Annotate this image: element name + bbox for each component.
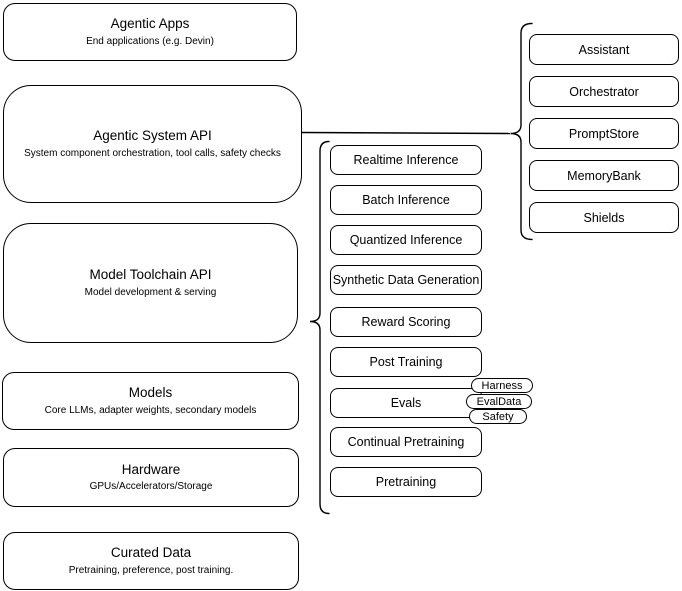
toolchain-box-reward-scoring: Reward Scoring [330, 307, 482, 337]
node-title: Model Toolchain API [89, 267, 212, 283]
toolchain-box-synthetic-data-generation: Synthetic Data Generation [330, 265, 482, 295]
toolchain-box-post-training: Post Training [330, 347, 482, 377]
node-hardware: Hardware GPUs/Accelerators/Storage [3, 448, 299, 507]
node-subtitle: Core LLMs, adapter weights, secondary mo… [44, 404, 257, 416]
node-curated-data: Curated Data Pretraining, preference, po… [3, 532, 299, 590]
eval-tag-safety: Safety [469, 409, 527, 424]
eval-tag-harness: Harness [471, 378, 533, 393]
node-title: Models [128, 385, 173, 401]
system-box-memorybank: MemoryBank [529, 160, 679, 191]
toolchain-box-continual-pretraining: Continual Pretraining [330, 427, 482, 457]
node-title: Hardware [121, 461, 181, 477]
toolchain-box-evals: Evals [330, 388, 482, 418]
toolchain-box-batch-inference: Batch Inference [330, 185, 482, 215]
toolchain-box-quantized-inference: Quantized Inference [330, 225, 482, 255]
system-box-shields: Shields [529, 202, 679, 233]
system-api-connector-line [301, 131, 511, 135]
node-subtitle: End applications (e.g. Devin) [86, 35, 214, 47]
system-components-brace [510, 22, 533, 241]
node-subtitle: GPUs/Accelerators/Storage [89, 481, 213, 493]
node-subtitle: System component orchestration, tool cal… [24, 147, 281, 159]
node-title: Agentic System API [93, 128, 212, 144]
toolchain-box-pretraining: Pretraining [330, 467, 482, 497]
node-title: Agentic Apps [110, 16, 190, 32]
node-subtitle: Model development & serving [84, 286, 217, 298]
system-box-promptstore: PromptStore [529, 118, 679, 149]
node-model-toolchain-api: Model Toolchain API Model development & … [3, 223, 298, 343]
toolchain-brace [309, 140, 330, 515]
node-agentic-apps: Agentic Apps End applications (e.g. Devi… [3, 3, 297, 61]
node-models: Models Core LLMs, adapter weights, secon… [2, 372, 299, 430]
node-agentic-system-api: Agentic System API System component orch… [3, 85, 302, 203]
system-box-orchestrator: Orchestrator [529, 76, 679, 107]
node-title: Curated Data [110, 545, 192, 561]
node-subtitle: Pretraining, preference, post training. [68, 564, 234, 576]
eval-tag-evaldata: EvalData [466, 394, 532, 409]
system-box-assistant: Assistant [529, 34, 679, 65]
toolchain-box-realtime-inference: Realtime Inference [330, 145, 482, 175]
